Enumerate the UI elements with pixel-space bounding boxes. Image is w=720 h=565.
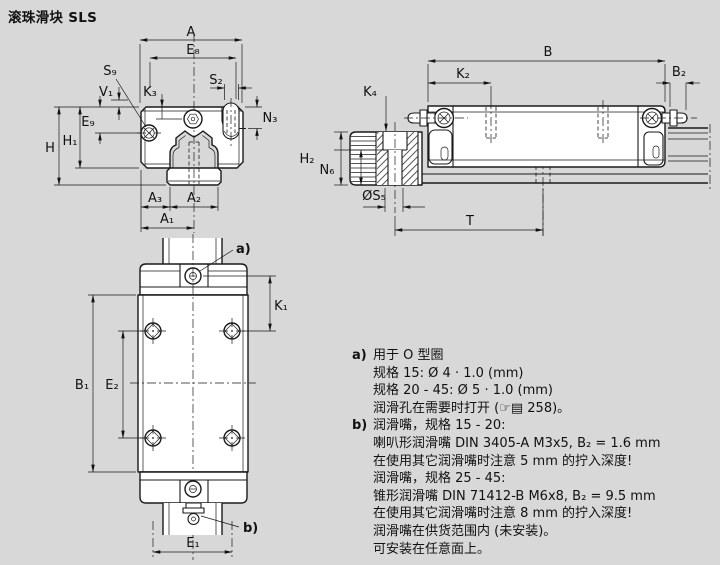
- dim-label-n6: N₆: [320, 163, 335, 178]
- dim-label-e1: E₁: [186, 536, 199, 551]
- dim-label-a: A: [187, 25, 196, 40]
- grease-nipple-bottom-icon: [181, 502, 206, 526]
- center-hole-icon: [183, 109, 203, 129]
- grease-nipple-right-icon: [640, 107, 697, 129]
- note-b-line: 润滑嘴在供货范围内 (未安装)。: [373, 523, 557, 539]
- callout-a-label: a): [236, 242, 251, 257]
- note-b: b) 润滑嘴，规格 15 - 20: 喇叭形润滑嘴 DIN 3405-A M3x…: [352, 417, 714, 558]
- dim-label-t: T: [465, 214, 474, 229]
- front-view: A E₈ S₉ V₁ K₃ S₂: [45, 25, 277, 233]
- dim-label-s9: S₉: [103, 64, 116, 79]
- note-a: a) 用于 O 型圈 规格 15: Ø 4 · 1.0 (mm) 规格 20 -…: [352, 347, 714, 417]
- top-view: a): [75, 234, 288, 560]
- dim-label-s5: ØS₅: [362, 189, 386, 204]
- mounting-holes: [140, 318, 245, 451]
- note-b-line: 在使用其它润滑嘴时注意 8 mm 的拧入深度!: [373, 506, 633, 522]
- dim-label-b2: B₂: [672, 65, 686, 80]
- dim-label-a1: A₁: [160, 212, 174, 227]
- note-a-marker: a): [352, 348, 367, 363]
- note-a-line: 润滑孔在需要时打开 (☞▤ 258)。: [373, 400, 571, 416]
- lube-port-s9-icon: [137, 124, 161, 142]
- grease-nipple-left-icon: [404, 107, 468, 129]
- note-a-line: 规格 20 - 45: Ø 5 · 1.0 (mm): [373, 383, 553, 399]
- dim-label-a3: A₃: [148, 191, 162, 206]
- note-a-line: 规格 15: Ø 4 · 1.0 (mm): [373, 365, 524, 381]
- front-dimensions: A E₈ S₉ V₁ K₃ S₂: [45, 25, 277, 232]
- note-b-line: 润滑嘴，规格 15 - 20:: [373, 418, 506, 434]
- dim-label-h1: H₁: [63, 134, 78, 149]
- note-a-line: 用于 O 型圈: [373, 348, 444, 363]
- note-b-line: 锥形润滑嘴 DIN 71412-B M6x8, B₂ = 9.5 mm: [373, 488, 656, 504]
- page-title: 滚珠滑块 SLS: [8, 10, 98, 26]
- callout-b-label: b): [243, 521, 258, 536]
- side-view: B K₂ B₂ K₄ H₂ N₆ ØS₅: [300, 45, 711, 236]
- note-b-line: 可安装在任意面上。: [373, 541, 491, 557]
- dim-label-e2: E₂: [105, 378, 118, 393]
- note-b-marker: b): [352, 418, 368, 434]
- slot-s2-icon: [221, 98, 246, 146]
- dim-label-b: B: [544, 45, 553, 60]
- note-b-line: 喇叭形润滑嘴 DIN 3405-A M3x5, B₂ = 1.6 mm: [373, 435, 661, 451]
- dim-label-n3: N₃: [263, 111, 278, 126]
- oring-port-bottom-icon: [184, 480, 202, 498]
- dim-label-h: H: [45, 141, 55, 156]
- dim-label-a2: A₂: [187, 191, 201, 206]
- dim-label-e9: E₉: [81, 115, 94, 130]
- note-b-line: 润滑嘴，规格 25 - 45:: [373, 471, 506, 487]
- dim-label-h2: H₂: [300, 152, 315, 167]
- dim-label-e8: E₈: [186, 43, 199, 58]
- rail-section-cut: [349, 122, 423, 213]
- note-b-line: 在使用其它润滑嘴时注意 5 mm 的拧入深度!: [373, 453, 633, 469]
- dim-label-k4: K₄: [363, 85, 377, 100]
- dim-label-v1: V₁: [99, 85, 113, 100]
- dim-label-b1: B₁: [75, 378, 89, 393]
- dim-label-k2: K₂: [456, 67, 470, 82]
- top-dimensions: B₁ E₂ K₁ E₁: [75, 275, 288, 557]
- dim-label-k3: K₃: [143, 85, 157, 100]
- runner-block-side: [427, 100, 666, 168]
- footnotes: a) 用于 O 型圈 规格 15: Ø 4 · 1.0 (mm) 规格 20 -…: [352, 347, 714, 558]
- dim-label-k1: K₁: [274, 299, 288, 314]
- side-dimensions: B K₂ B₂ K₄ H₂ N₆ ØS₅: [300, 45, 700, 236]
- dim-label-s2: S₂: [209, 73, 222, 88]
